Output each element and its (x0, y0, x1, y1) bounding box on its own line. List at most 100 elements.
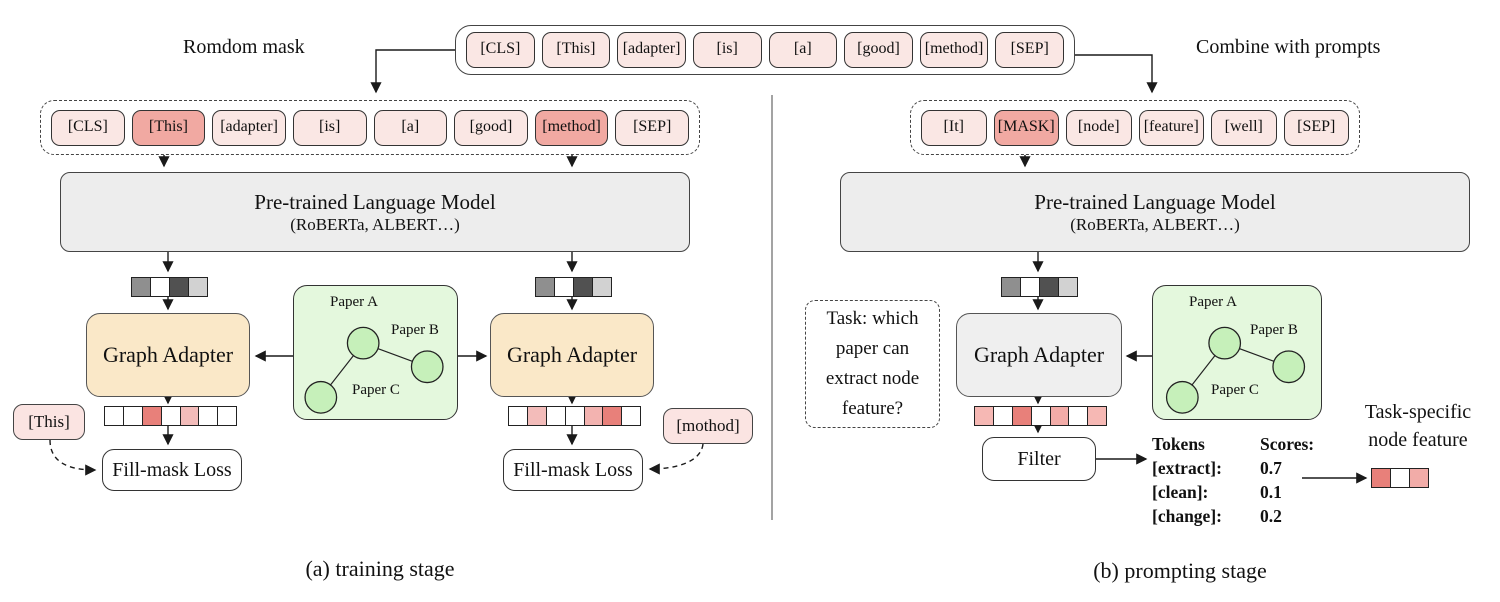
feature-cell (103, 406, 124, 426)
token-chip: [method] (919, 32, 989, 68)
plm-box-training: Pre-trained Language Model (RoBERTa, ALB… (60, 172, 690, 252)
token-chip: [a] (373, 109, 448, 146)
token-chip: [adapter] (617, 32, 686, 68)
feature-cell (122, 406, 143, 426)
feature-cell (160, 406, 181, 426)
masked-sentence-row: [CLS][This][adapter][is][a][good][method… (40, 100, 700, 155)
feature-cell (187, 277, 208, 297)
token-chip: [It] (921, 109, 987, 146)
graph-adapter-label: Graph Adapter (102, 342, 234, 367)
feature-cell (1030, 406, 1051, 426)
output-feature-strip (507, 406, 642, 426)
token-chip: [good] (454, 109, 528, 146)
graph-adapter-box: Graph Adapter (86, 313, 250, 397)
plm-title: Pre-trained Language Model (1034, 189, 1276, 214)
token-chip: [CLS] (466, 32, 535, 68)
paper-c-label: Paper C (1211, 382, 1259, 398)
token-chip: [MASK] (993, 109, 1059, 146)
feature-cell (1370, 468, 1391, 488)
mask-target-chip-left: [This] (13, 404, 85, 440)
citation-graph (1165, 326, 1306, 414)
text-line: extract node (825, 368, 920, 389)
caption-training: (a) training stage (305, 556, 455, 581)
token-chip: [SEP] (615, 109, 689, 146)
caption-prompting: (b) prompting stage (1093, 558, 1267, 583)
feature-cell (217, 406, 238, 426)
embedding-strip (1000, 277, 1078, 297)
feature-cell (168, 277, 189, 297)
feature-cell (1408, 468, 1429, 488)
citation-graph (304, 326, 444, 414)
token-chip: [method] (534, 109, 609, 146)
paper-a-label: Paper A (330, 294, 378, 310)
feature-cell (583, 406, 604, 426)
feature-cell (1019, 277, 1040, 297)
feature-cell (1057, 277, 1078, 297)
feature-cell (545, 406, 566, 426)
input-sentence-token-row: [CLS][This][adapter][is][a][good][method… (455, 25, 1075, 75)
feature-cell (179, 406, 200, 426)
feature-cell (534, 277, 555, 297)
paper-c-label: Paper C (352, 382, 400, 398)
random-mask-label: Romdom mask (183, 36, 305, 58)
paper-b-label: Paper B (1250, 322, 1298, 338)
graph-box: Paper A Paper B Paper C (293, 285, 458, 420)
output-feature-strip (973, 406, 1108, 426)
token-chip: [good] (844, 32, 913, 68)
prompt-sentence-row: [It][MASK][node][feature][well][SEP] (910, 100, 1360, 155)
text-line: Task: which (826, 307, 919, 329)
plm-title: Pre-trained Language Model (254, 189, 496, 214)
feature-cell (1011, 406, 1032, 426)
graph-adapter-box: Graph Adapter (490, 313, 654, 397)
graph-adapter-label: Graph Adapter (506, 342, 638, 367)
token-chip: [is] (292, 109, 367, 146)
token-chip: [SEP] (1283, 109, 1349, 146)
feature-cell (141, 406, 162, 426)
text-line: paper can (835, 337, 910, 359)
feature-cell (1068, 406, 1089, 426)
text-line: Task-specific (1364, 401, 1472, 423)
mask-target-chip-right: [mothod] (663, 408, 753, 444)
graph-adapter-box: Graph Adapter (956, 313, 1122, 397)
feature-cell (992, 406, 1013, 426)
feature-cell (130, 277, 151, 297)
feature-cell (572, 277, 593, 297)
token-chip: [adapter] (212, 109, 286, 146)
feature-cell (1038, 277, 1059, 297)
feature-cell (526, 406, 547, 426)
result-feature-strip (1370, 468, 1429, 488)
token-chip: [feature] (1138, 109, 1204, 146)
paper-a-label: Paper A (1189, 294, 1237, 310)
token-chip: [node] (1066, 109, 1132, 146)
filter-box: Filter (982, 437, 1096, 481)
token-chip: [a] (768, 32, 838, 68)
text-line: node feature (1368, 429, 1468, 451)
feature-cell (198, 406, 219, 426)
feature-cell (564, 406, 585, 426)
task-specific-feature-label: Task-specific node feature (1340, 398, 1496, 454)
token-chip: [SEP] (995, 32, 1064, 68)
token-chip: [CLS] (51, 109, 125, 146)
feature-cell (1389, 468, 1410, 488)
fill-mask-loss-box: Fill-mask Loss (102, 449, 242, 491)
feature-cell (553, 277, 574, 297)
token-chip: [This] (541, 32, 611, 68)
feature-cell (149, 277, 170, 297)
feature-cell (1087, 406, 1108, 426)
plm-subtitle: (RoBERTa, ALBERT…) (290, 214, 460, 234)
token-chip: [This] (131, 109, 206, 146)
feature-cell (507, 406, 528, 426)
feature-cell (1049, 406, 1070, 426)
plm-subtitle: (RoBERTa, ALBERT…) (1070, 214, 1240, 234)
feature-cell (602, 406, 623, 426)
output-feature-strip (103, 406, 238, 426)
graph-adapter-label: Graph Adapter (973, 342, 1105, 367)
token-chip: [well] (1211, 109, 1277, 146)
combine-with-prompts-label: Combine with prompts (1196, 36, 1381, 58)
score-row: [change]:0.2 (1152, 506, 1282, 526)
score-row: [extract]:0.7 (1152, 458, 1282, 478)
